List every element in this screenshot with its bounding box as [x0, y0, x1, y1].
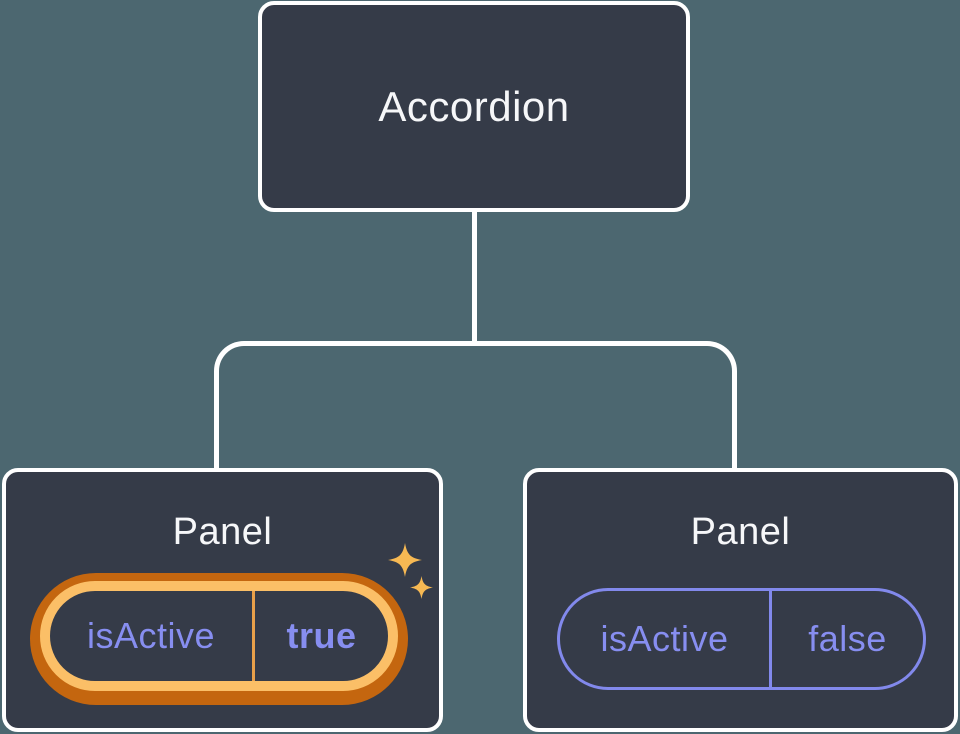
state-pill: isActive false — [557, 588, 926, 690]
connector-stem — [472, 212, 477, 345]
panel-title: Panel — [172, 511, 273, 553]
pill-divider — [769, 591, 772, 687]
state-pill-highlight-ring: isActive true — [30, 573, 408, 705]
accordion-label: Accordion — [378, 82, 570, 130]
sparkle-icon — [410, 576, 433, 599]
state-value-label: false — [808, 618, 887, 659]
state-value-label: true — [286, 615, 357, 656]
state-pill: isActive true — [40, 581, 398, 691]
sparkle-icon — [388, 543, 422, 577]
connector-branch — [214, 341, 737, 472]
state-key-label: isActive — [600, 618, 729, 659]
panel-node-inactive: Panel isActive false — [523, 468, 958, 732]
accordion-node: Accordion — [258, 1, 690, 212]
panel-title: Panel — [690, 511, 791, 553]
panel-node-active: Panel isActive true — [2, 468, 443, 732]
pill-divider — [252, 591, 255, 681]
state-key-label: isActive — [86, 615, 216, 656]
